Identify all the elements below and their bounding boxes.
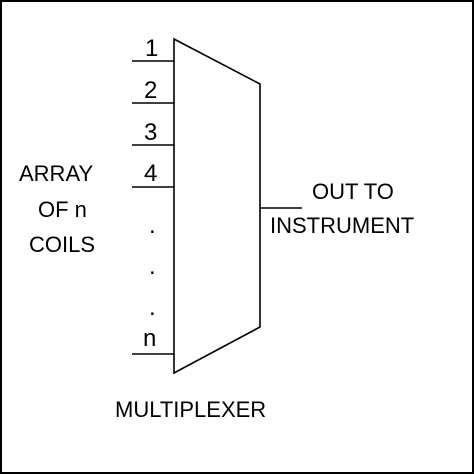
input-label-n: n (143, 325, 157, 352)
output-label-line-1: OUT TO (312, 179, 394, 204)
input-label-4: 4 (144, 160, 158, 187)
ellipsis-dot: . (149, 253, 156, 280)
input-label-1: 1 (145, 35, 159, 62)
ellipsis-dot: . (149, 294, 156, 321)
multiplexer-label: MULTIPLEXER (115, 397, 267, 422)
array-label-line-3: COILS (29, 232, 96, 257)
array-label-line-2: OF n (38, 197, 87, 222)
input-label-2: 2 (144, 77, 158, 104)
output-label-line-2: INSTRUMENT (270, 213, 415, 238)
array-label-line-1: ARRAY (19, 161, 94, 186)
ellipsis-dot: . (149, 212, 156, 239)
input-label-3: 3 (144, 119, 158, 146)
multiplexer-block (173, 37, 261, 375)
